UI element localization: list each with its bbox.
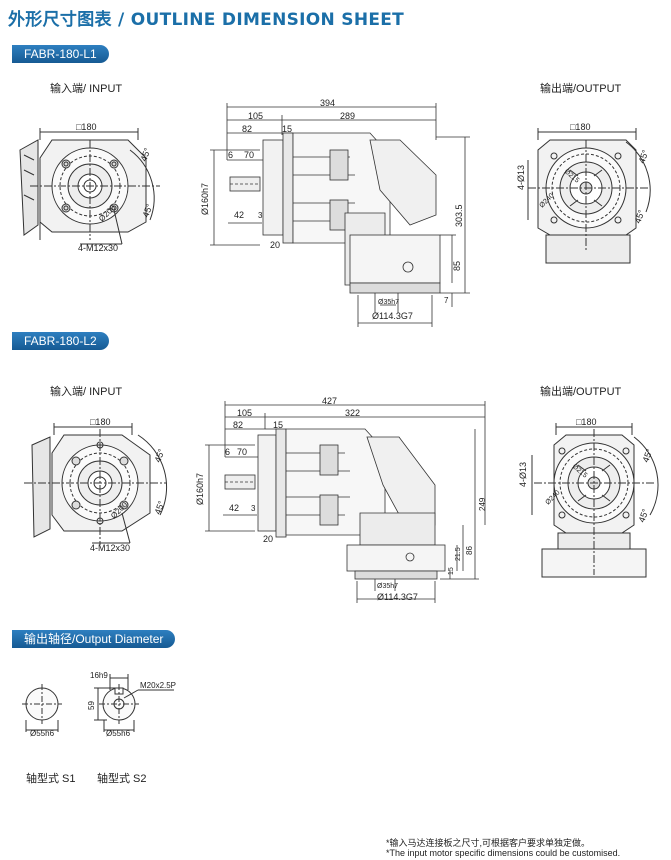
dim-s2-keyh: 59: [87, 701, 96, 710]
input-flange-view-l2: □180 45° 45° Ø200 4-M12x30: [24, 417, 168, 553]
shaft-s2-view: 16h9 59 M20x2.5P Ø55h6: [87, 671, 176, 738]
dim-s1-dia: Ø55h6: [30, 729, 55, 738]
dim-bolt: 4-M12x30: [78, 243, 118, 253]
dim-s2-key: 16h9: [90, 671, 108, 680]
dim-86: 86: [465, 546, 474, 555]
dim-holes: 4-Ø13: [516, 165, 526, 190]
dim-70: 70: [244, 150, 254, 160]
dim-215: 21.5: [455, 547, 462, 561]
dim-shaft: Ø35h7: [378, 299, 399, 306]
dim-85: 85: [452, 261, 462, 271]
dim-15b: 15: [448, 567, 455, 575]
dim-angle-b: 45°: [152, 499, 166, 516]
dim-angle-b: 45°: [636, 507, 650, 524]
dim-6: 6: [228, 150, 233, 160]
output-label-l1: 输出端/OUTPUT: [540, 83, 622, 95]
dim-7: 7: [444, 296, 449, 305]
model-tag-l1: FABR-180-L1: [12, 45, 109, 63]
dim-base: Ø114.3G7: [377, 592, 418, 602]
dim-square: □180: [90, 417, 110, 427]
dim-height: 303.5: [454, 204, 464, 227]
dim-249: 249: [478, 497, 487, 511]
dim-bolt: 4-M12x30: [90, 543, 130, 553]
dim-20: 20: [263, 534, 273, 544]
model-tag-l2: FABR-180-L2: [12, 332, 109, 350]
shaft-s2-label: 轴型式 S2: [97, 773, 147, 785]
input-flange-view-l1: □180 45° 45° Ø200 4-M12x30: [19, 122, 160, 253]
dim-82: 82: [242, 124, 252, 134]
dim-angle-a: 45°: [152, 447, 166, 464]
dim-total: 427: [322, 396, 337, 406]
dim-82: 82: [233, 420, 243, 430]
output-flange-view-l2: □180 4-Ø13 45° 45° Ø215 Ø240: [518, 417, 659, 578]
dim-angle-b: 45°: [632, 208, 646, 225]
dim-square: □180: [570, 122, 590, 132]
dim-15: 15: [273, 420, 283, 430]
dim-42: 42: [234, 210, 244, 220]
page-title: 外形尺寸图表 / OUTLINE DIMENSION SHEET: [8, 10, 405, 30]
output-diameter-tag: 输出轴径/Output Diameter: [12, 630, 176, 648]
dim-20: 20: [270, 240, 280, 250]
dim-total: 394: [320, 98, 335, 108]
dim-shaft: Ø35h7: [377, 583, 398, 590]
output-label-l2: 输出端/OUTPUT: [540, 386, 622, 398]
dim-angle-a: 45°: [636, 148, 650, 165]
input-label-l1: 输入端/ INPUT: [50, 83, 123, 95]
side-view-l1: 394 105 289 82 15 6 70 42 3 20 Ø160h7 30…: [200, 98, 470, 327]
dim-angle-b: 45°: [140, 202, 154, 219]
dim-3: 3: [258, 211, 263, 220]
dim-holes: 4-Ø13: [518, 462, 528, 487]
dim-15: 15: [282, 124, 292, 134]
dim-289: 289: [340, 111, 355, 121]
note-en: *The input motor specific dimensions cou…: [386, 848, 621, 858]
dim-pilot: Ø160h7: [200, 183, 210, 215]
shaft-s1-label: 轴型式 S1: [26, 773, 76, 785]
dim-square: □180: [576, 417, 596, 427]
dim-angle-a: 45°: [640, 447, 654, 464]
dim-base: Ø114.3G7: [372, 311, 413, 321]
dim-s2-dia: Ø55h6: [106, 729, 131, 738]
dim-square: □180: [76, 122, 96, 132]
dim-s2-thread: M20x2.5P: [140, 681, 176, 690]
dim-42: 42: [229, 503, 239, 513]
dim-105: 105: [237, 408, 252, 418]
note-cn: *输入马达连接板之尺寸,可根据客户要求单独定做。: [386, 838, 591, 848]
dim-105: 105: [248, 111, 263, 121]
dim-6: 6: [225, 447, 230, 457]
dim-3: 3: [251, 504, 256, 513]
dim-70: 70: [237, 447, 247, 457]
input-label-l2: 输入端/ INPUT: [50, 386, 123, 398]
shaft-s1-view: Ø55h6: [22, 684, 62, 738]
dim-pilot: Ø160h7: [195, 473, 205, 505]
dim-angle-a: 45°: [138, 146, 152, 163]
output-flange-view-l1: □180 4-Ø13 45° 45° Ø215 Ø240: [516, 122, 651, 264]
side-view-l2: 427 105 322 82 15 6 70 42 3 20 Ø160h7 24…: [195, 396, 487, 603]
dim-322: 322: [345, 408, 360, 418]
